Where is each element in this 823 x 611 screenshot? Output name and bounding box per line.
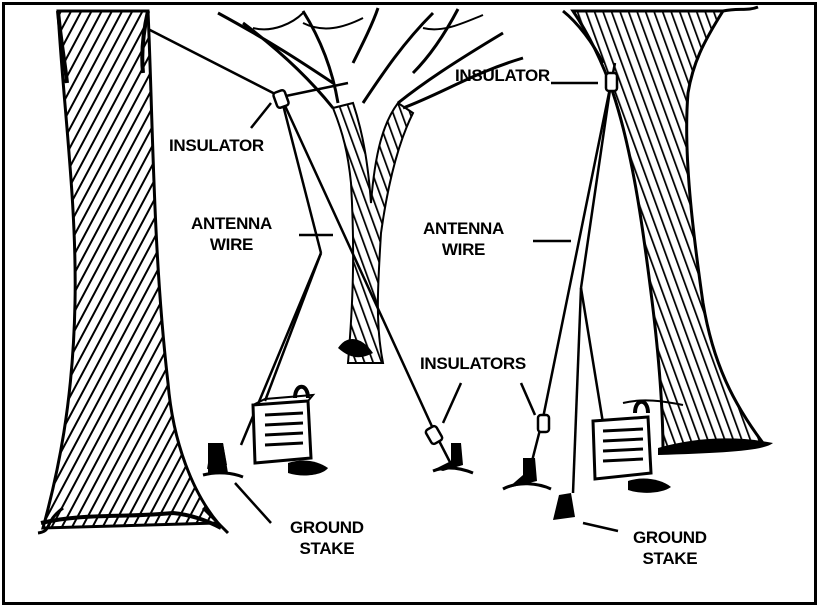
insulator-top-right [604,71,619,93]
insulator-low-center [424,424,444,446]
ground-stake-right [553,493,575,520]
insulator-right-label: INSULATOR [455,66,550,85]
center-tree [217,7,524,364]
field-antenna-illustration [37,5,773,535]
insulator-low-right [536,413,551,434]
ground-stake-left [207,443,227,469]
leader-lines [234,81,619,533]
ground-stake-right-mid [502,458,552,491]
insulator-top-left [272,89,290,109]
left-tree [37,9,230,535]
insulators-label: INSULATORS [420,354,526,373]
ground-stake-center [432,443,474,475]
right-tree [562,5,773,455]
insulator-left-label: INSULATOR [169,136,264,155]
radio-set-right [591,399,671,493]
